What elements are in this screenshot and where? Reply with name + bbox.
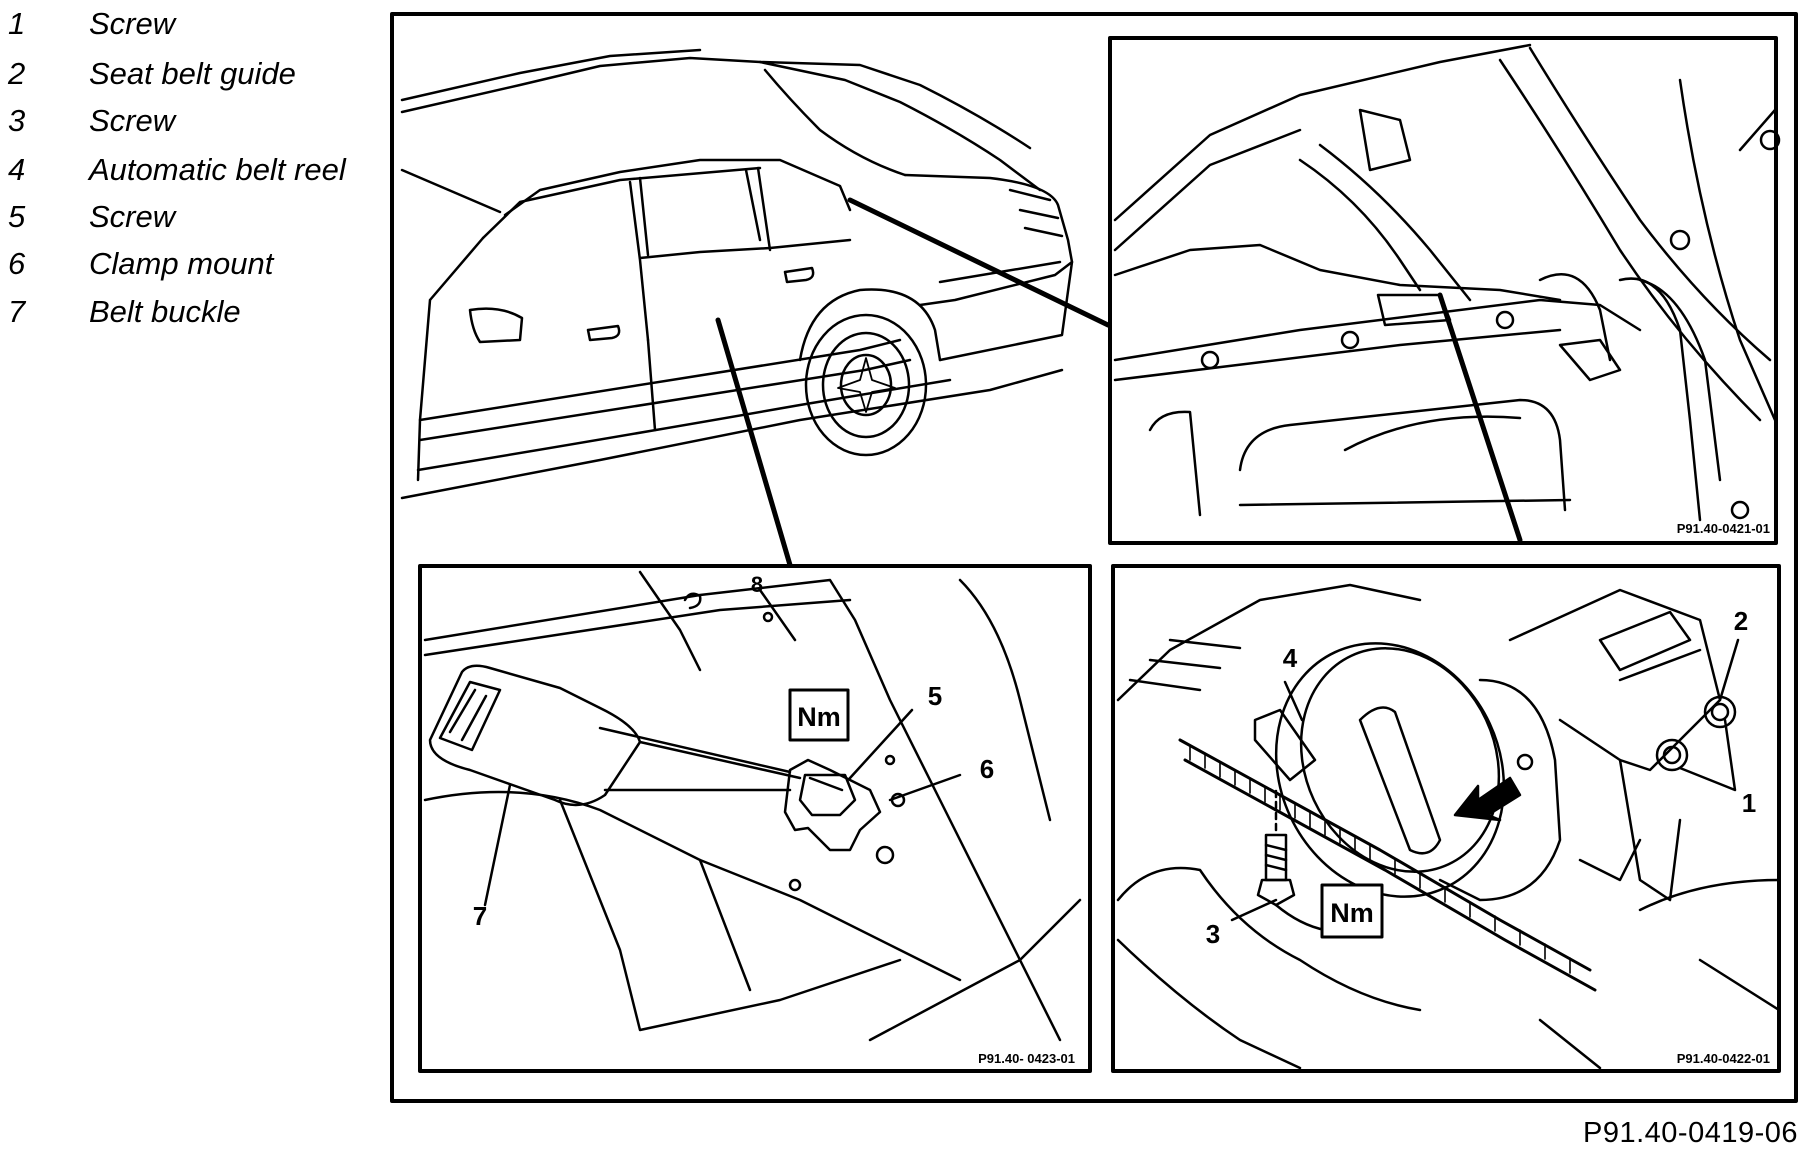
legend-number: 7 <box>8 294 26 329</box>
legend-label: Seat belt guide <box>89 56 296 91</box>
panel-code: P91.40- 0423-01 <box>978 1051 1075 1066</box>
callout-1: 1 <box>1742 788 1756 818</box>
detail-panel-trunk: P91.40-0421-01 <box>1108 36 1781 545</box>
callout-6: 6 <box>980 754 994 784</box>
torque-label: Nm <box>1330 898 1374 928</box>
legend-number: 1 <box>8 6 26 41</box>
callout-line <box>483 783 512 907</box>
callout-4: 4 <box>1283 643 1298 673</box>
detail-panel-belt-buckle: Nm 5 6 7 8 P91.40- 0423-01 <box>418 564 1092 1073</box>
detail-panel-belt-reel: Nm 4 2 1 3 P91.40-0422-01 <box>1111 564 1781 1073</box>
legend-number: 2 <box>8 56 26 91</box>
torque-label: Nm <box>797 702 841 732</box>
panel-code: P91.40-0421-01 <box>1677 521 1770 536</box>
figure-reference: P91.40-0419-06 <box>1583 1117 1798 1149</box>
callout-line <box>1274 903 1327 932</box>
leader-line <box>847 197 1111 328</box>
callout-line <box>848 708 914 780</box>
callout-5: 5 <box>928 681 942 711</box>
legend-label: Screw <box>89 6 176 41</box>
callout-line <box>1718 638 1740 702</box>
leader-line <box>1437 292 1523 543</box>
legend-number: 5 <box>8 199 26 234</box>
callout-line <box>1678 718 1737 792</box>
callout-line <box>888 773 962 802</box>
legend-label: Screw <box>89 199 176 234</box>
callout-2: 2 <box>1734 606 1748 636</box>
callout-3: 3 <box>1206 919 1220 949</box>
callout-8: 8 <box>751 572 763 597</box>
legend-label: Belt buckle <box>89 294 241 329</box>
callout-7: 7 <box>473 901 487 931</box>
legend-number: 4 <box>8 152 26 187</box>
legend-label: Clamp mount <box>89 246 274 281</box>
callout-line <box>1230 898 1278 922</box>
torque-badge <box>788 688 850 742</box>
legend-number: 6 <box>8 246 26 281</box>
legend-number: 3 <box>8 103 26 138</box>
torque-badge <box>1320 883 1384 939</box>
leader-line <box>715 317 793 568</box>
vehicle-overview <box>400 48 1111 568</box>
figure-frame <box>390 12 1798 1103</box>
legend-label: Automatic belt reel <box>89 152 346 187</box>
panel-code: P91.40-0422-01 <box>1677 1051 1770 1066</box>
callout-line <box>1283 680 1304 722</box>
legend-label: Screw <box>89 103 176 138</box>
